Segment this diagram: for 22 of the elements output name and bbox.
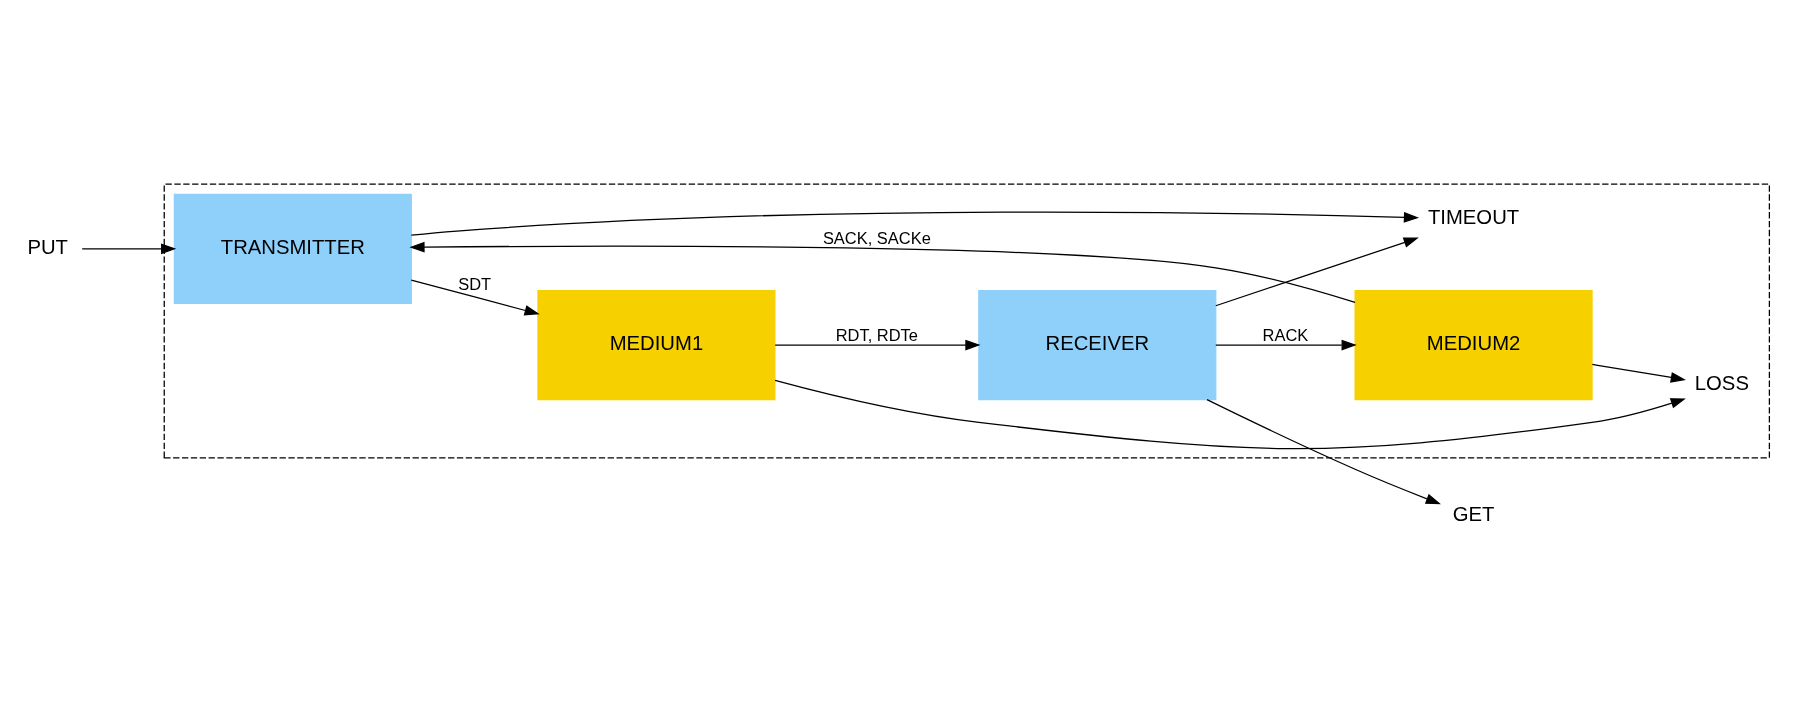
edge-label: SDT <box>458 274 492 293</box>
arrow <box>1215 339 1357 350</box>
node-box: RECEIVER <box>978 289 1217 400</box>
arrow <box>409 241 1356 303</box>
node-text: GET <box>1452 502 1495 525</box>
arrow <box>1206 398 1441 504</box>
node-text: TIMEOUT <box>1427 205 1520 228</box>
arrow <box>774 379 1686 449</box>
arrow <box>410 210 1420 236</box>
arrow <box>774 339 981 350</box>
node-box: MEDIUM1 <box>537 289 776 400</box>
node-text: LOSS <box>1694 371 1749 394</box>
arrow <box>81 243 177 254</box>
node-text: PUT <box>27 235 68 258</box>
node-box: MEDIUM2 <box>1354 289 1593 400</box>
node-box: TRANSMITTER <box>173 193 412 304</box>
edge-label: RDT, RDTe <box>835 325 918 344</box>
arrow <box>1215 236 1419 306</box>
edge-label: RACK <box>1262 325 1309 344</box>
edge-label: SACK, SACKe <box>822 228 931 247</box>
arrow <box>1591 363 1686 383</box>
arrow <box>410 278 540 316</box>
